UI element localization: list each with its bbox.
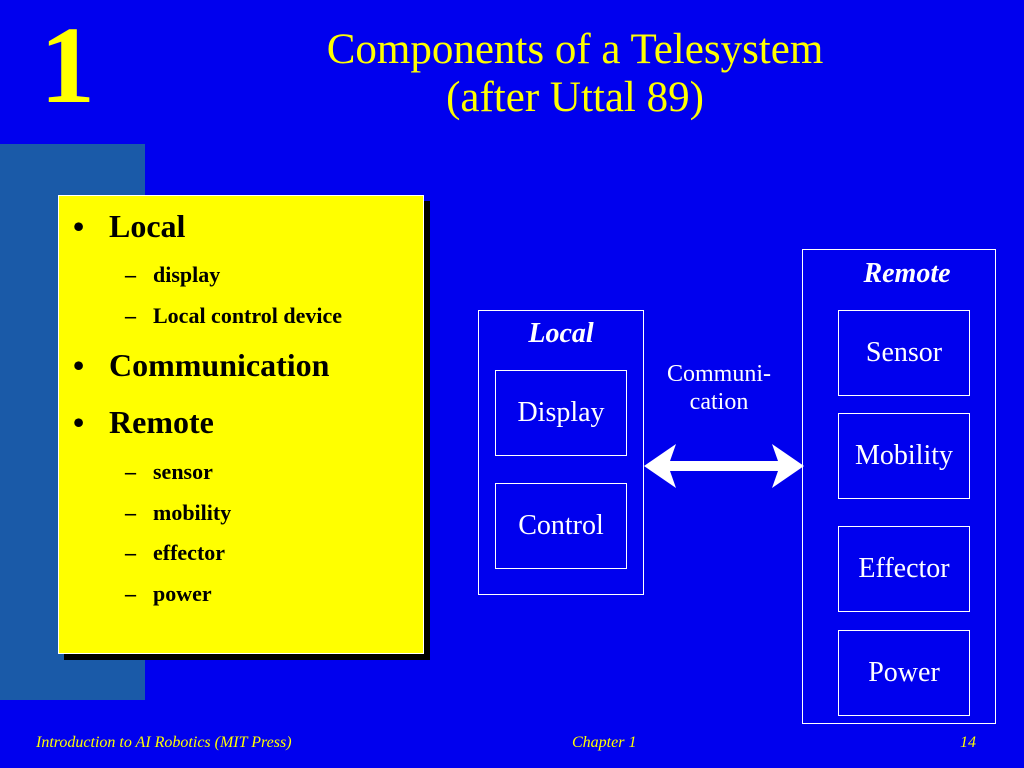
local-frame	[478, 310, 644, 595]
footer-center: Chapter 1	[572, 734, 637, 751]
dash-glyph: –	[125, 303, 136, 328]
subbullet-local-control-device: –Local control device	[125, 303, 342, 329]
sensor-box: Sensor	[838, 310, 970, 396]
bullet-communication: • Communication	[73, 347, 329, 384]
power-box: Power	[838, 630, 970, 716]
title-line-1: Components of a Telesystem	[326, 26, 824, 73]
footer-left: Introduction to AI Robotics (MIT Press)	[36, 734, 292, 751]
effector-box: Effector	[838, 526, 970, 612]
remote-frame-label: Remote	[863, 258, 951, 289]
bullet-glyph: •	[73, 208, 85, 244]
control-box: Control	[495, 483, 627, 569]
communication-label-line-2: cation	[689, 389, 749, 415]
display-box: Display	[495, 370, 627, 456]
subbullet-display-text: display	[153, 262, 221, 287]
bullet-local: • Local	[73, 208, 185, 245]
subbullet-power: –power	[125, 581, 212, 607]
remote-frame	[802, 249, 996, 724]
dash-glyph: –	[125, 459, 136, 484]
bullet-communication-text: Communication	[109, 347, 330, 383]
bullet-glyph: •	[73, 404, 85, 440]
subbullet-sensor-text: sensor	[153, 459, 213, 484]
bullet-list-box: •Local –display –Local control device •C…	[58, 195, 424, 654]
subbullet-display: –display	[125, 262, 220, 288]
communication-label: Communi- cation	[646, 360, 792, 416]
subbullet-mobility-text: mobility	[153, 500, 232, 525]
double-arrow-icon	[644, 444, 804, 488]
chapter-number: 1	[40, 4, 95, 126]
footer-page-number: 14	[960, 734, 976, 751]
dash-glyph: –	[125, 540, 136, 565]
subbullet-power-text: power	[153, 581, 212, 606]
communication-label-line-1: Communi-	[666, 361, 771, 387]
local-frame-label: Local	[528, 318, 594, 349]
bullet-remote: • Remote	[73, 404, 214, 441]
dash-glyph: –	[125, 500, 136, 525]
bullet-remote-text: Remote	[109, 404, 214, 440]
mobility-box: Mobility	[838, 413, 970, 499]
bullet-glyph: •	[73, 347, 85, 383]
dash-glyph: –	[125, 581, 136, 606]
bullet-local-text: Local	[109, 208, 186, 244]
subbullet-local-control-device-text: Local control device	[153, 303, 342, 328]
subbullet-effector-text: effector	[153, 540, 226, 565]
slide-title: Components of a Telesystem (after Uttal …	[230, 26, 920, 122]
dash-glyph: –	[125, 262, 136, 287]
subbullet-effector: –effector	[125, 540, 225, 566]
subbullet-mobility: –mobility	[125, 500, 231, 526]
title-line-2: (after Uttal 89)	[446, 74, 704, 121]
subbullet-sensor: –sensor	[125, 459, 213, 485]
